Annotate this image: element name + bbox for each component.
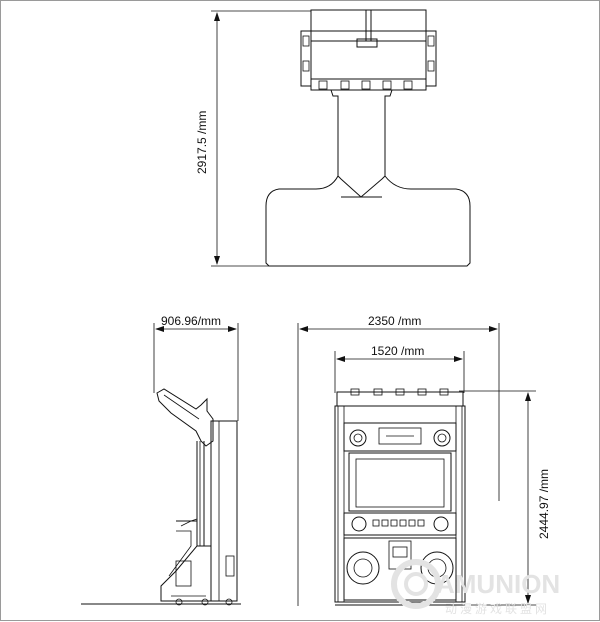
watermark-brand: AMUNION (436, 569, 560, 599)
side-view: 906.96/mm (81, 314, 241, 606)
watermark: AMUNION 动漫游戏联盟网 (391, 559, 560, 616)
watermark-subtitle: 动漫游戏联盟网 (445, 602, 550, 616)
front-height-label: 2444.97 /mm (537, 469, 551, 539)
top-height-label: 2917.5 /mm (195, 111, 209, 174)
top-view: 2917.5 /mm (195, 9, 471, 267)
watermark-logo-icon (391, 559, 441, 609)
front-view: 2350 /mm 1520 /mm 2444.97 /mm (297, 314, 551, 606)
front-inner-width-label: 1520 /mm (371, 344, 424, 358)
front-outer-width-label: 2350 /mm (368, 314, 421, 328)
side-depth-label: 906.96/mm (161, 314, 221, 328)
